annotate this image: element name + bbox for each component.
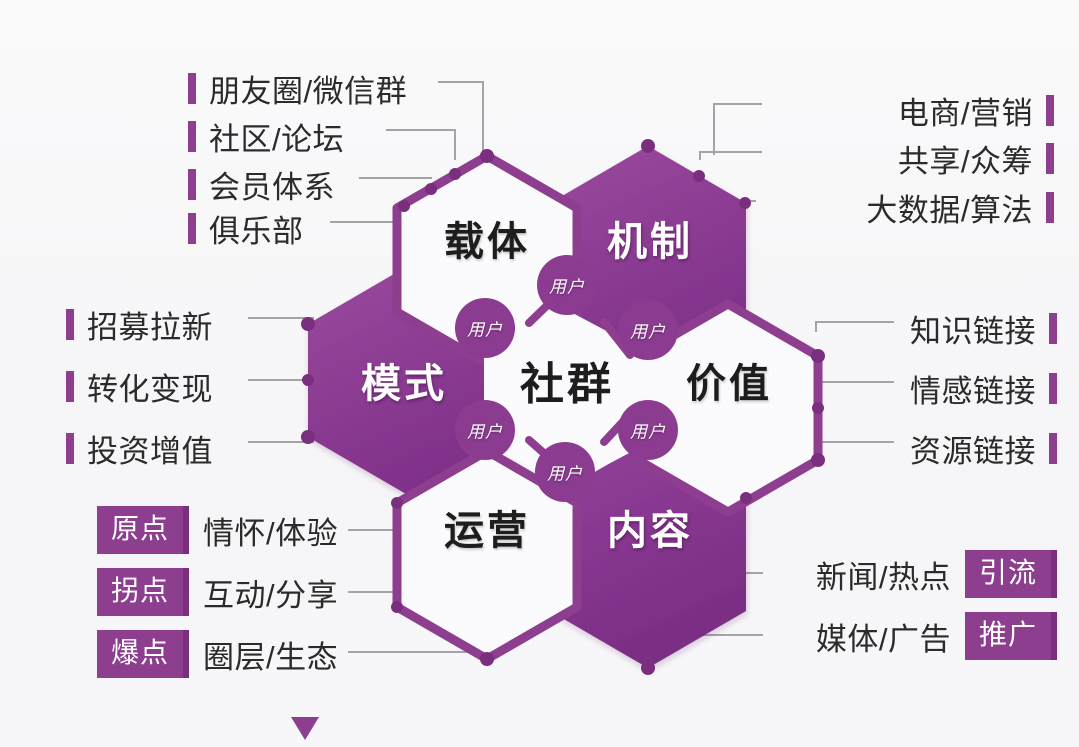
label-text: 大数据/算法 [866,193,1033,228]
badge-yinliu[interactable]: 引流 [964,550,1057,598]
user-node-circle[interactable] [455,298,515,358]
label-text: 情感链接 [910,374,1036,409]
bullet-bar-icon [1049,313,1057,344]
bullet-bar-icon [66,371,74,402]
bullet-bar-icon [1049,433,1057,464]
badge-yuandian[interactable]: 原点 [97,506,190,554]
label-text: 媒体/广告 [815,621,951,657]
label-row-qinghuai[interactable]: 原点 情怀/体验 [97,506,338,554]
scroll-down-marker[interactable] [291,717,319,740]
label-text: 俱乐部 [209,214,304,249]
label-row-touzizengzhi[interactable]: 投资增值 [66,426,213,471]
label-text: 情怀/体验 [203,515,339,551]
bullet-bar-icon [66,309,74,340]
bullet-bar-icon [188,73,196,104]
label-text: 新闻/热点 [815,559,951,595]
label-text: 转化变现 [87,372,213,407]
user-node-circle[interactable] [618,300,678,360]
bullet-bar-icon [1046,192,1054,223]
user-nodes [455,255,678,502]
label-row-dianshang[interactable]: 电商/营销 [898,88,1054,133]
label-text: 社区/论坛 [209,122,345,157]
label-text: 朋友圈/微信群 [209,74,408,109]
label-text: 知识链接 [910,314,1036,349]
bullet-bar-icon [188,213,196,244]
bullet-bar-icon [1046,143,1054,174]
bullet-bar-icon [188,169,196,200]
label-row-xinwen[interactable]: 新闻/热点 引流 [816,550,1057,598]
label-row-zhishilianjie[interactable]: 知识链接 [910,306,1057,351]
label-text: 互动/分享 [203,577,339,613]
hex-joint-dots [301,139,825,675]
badge-guaidian[interactable]: 拐点 [97,568,190,616]
bullet-bar-icon [188,121,196,152]
bullet-bar-icon [1049,373,1057,404]
bullet-bar-icon [66,433,74,464]
label-row-julebu[interactable]: 俱乐部 [188,206,304,251]
bullet-bar-icon [1046,95,1054,126]
badge-tuiguang[interactable]: 推广 [964,612,1057,660]
label-row-dashuju[interactable]: 大数据/算法 [866,185,1054,230]
badge-baodian[interactable]: 爆点 [97,630,190,678]
label-row-meiti[interactable]: 媒体/广告 推广 [816,612,1057,660]
label-row-zhaomulaxin[interactable]: 招募拉新 [66,302,213,347]
label-row-ziyuanlianjie[interactable]: 资源链接 [910,426,1057,471]
user-node-circle[interactable] [455,400,515,460]
label-row-gongxiang[interactable]: 共享/众筹 [898,136,1054,181]
label-text: 会员体系 [209,170,335,205]
label-text: 资源链接 [910,434,1036,469]
label-text: 圈层/生态 [203,639,339,675]
label-text: 共享/众筹 [897,144,1033,179]
user-node-circle[interactable] [535,442,595,502]
user-node-circle[interactable] [618,400,678,460]
label-row-pengyouquan[interactable]: 朋友圈/微信群 [188,66,407,111]
label-text: 招募拉新 [87,310,213,345]
label-row-quanceng[interactable]: 爆点 圈层/生态 [97,630,338,678]
label-text: 电商/营销 [897,96,1033,131]
hex-jizhi[interactable] [550,146,746,373]
label-row-zhuanhuabianxian[interactable]: 转化变现 [66,364,213,409]
label-row-shequ[interactable]: 社区/论坛 [188,114,344,159]
user-node-circle[interactable] [537,255,597,315]
label-text: 投资增值 [87,434,213,469]
label-row-qingganlianjie[interactable]: 情感链接 [910,366,1057,411]
label-row-huiyuantixi[interactable]: 会员体系 [188,162,335,207]
label-row-hudong[interactable]: 拐点 互动/分享 [97,568,338,616]
